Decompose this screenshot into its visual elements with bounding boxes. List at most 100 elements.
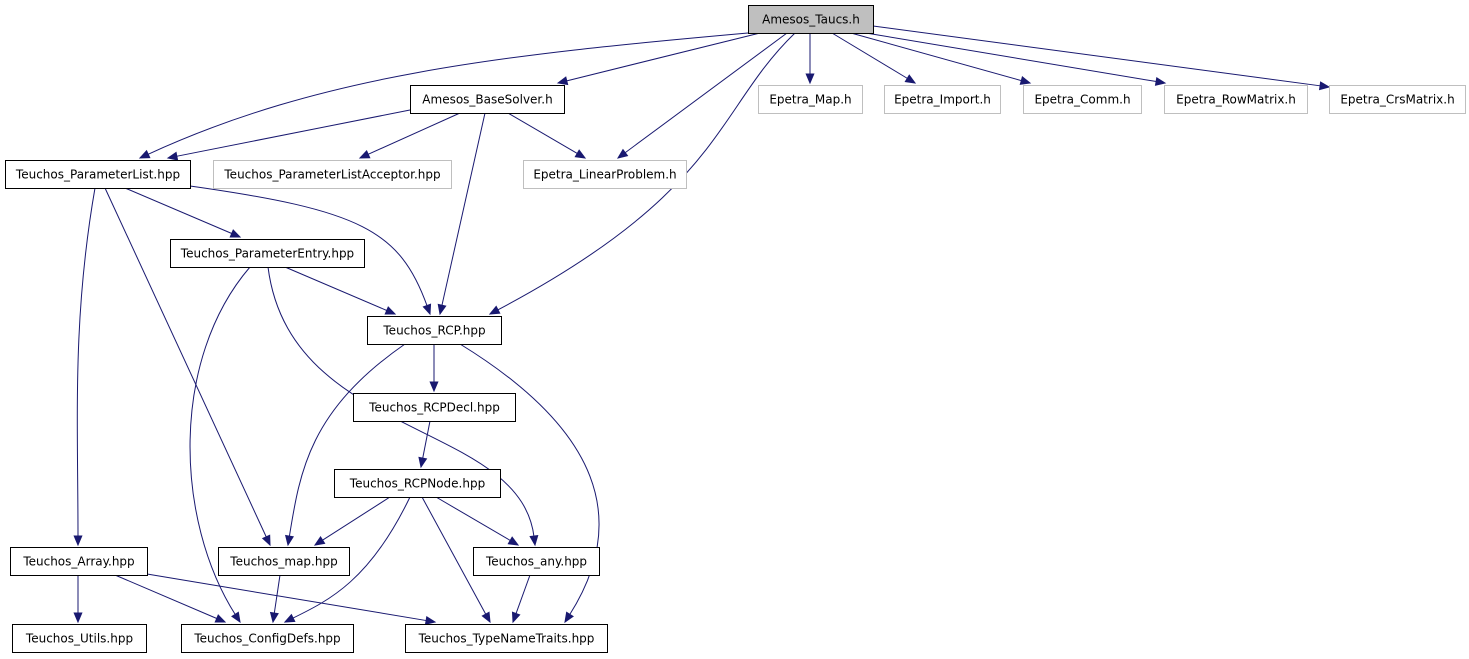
- edge-amesos-basesolver-to-teuchos-rcp-arrowhead: [437, 303, 447, 316]
- node-teuchos-rcpnode[interactable]: Teuchos_RCPNode.hpp: [334, 469, 501, 498]
- edge-teuchos-rcpdecl-to-teuchos-rcpnode: [418, 420, 431, 469]
- edge-teuchos-array-to-teuchos-configdefs-line: [114, 574, 218, 620]
- edge-amesos-taucs-to-epetra-import: [831, 32, 917, 84]
- edge-teuchos-parameterlist-to-teuchos-array: [73, 187, 96, 547]
- edge-amesos-taucs-to-epetra-comm: [850, 32, 1032, 85]
- edge-teuchos-map-to-teuchos-configdefs-line: [273, 574, 281, 615]
- node-amesos-taucs[interactable]: Amesos_Taucs.h: [748, 5, 874, 34]
- edge-amesos-taucs-to-epetra-crsmatrix-arrowhead: [1318, 81, 1331, 91]
- node-epetra-rowmatrix-box: [1164, 85, 1308, 114]
- node-teuchos-rcpdecl-label: Teuchos_RCPDecl.hpp: [368, 401, 500, 415]
- edge-teuchos-parameterlist-to-teuchos-map: [104, 187, 271, 547]
- edge-teuchos-array-to-teuchos-configdefs: [114, 574, 227, 623]
- edge-teuchos-rcp-to-teuchos-typenametraits: [459, 343, 600, 624]
- node-teuchos-rcp[interactable]: Teuchos_RCP.hpp: [367, 316, 502, 345]
- edge-amesos-taucs-to-amesos-basesolver: [556, 32, 761, 86]
- node-epetra-linearproblem: Epetra_LinearProblem.h: [523, 160, 687, 189]
- edge-teuchos-rcp-to-teuchos-typenametraits-line: [459, 343, 600, 616]
- node-teuchos-rcp-label: Teuchos_RCP.hpp: [382, 324, 485, 338]
- node-teuchos-configdefs[interactable]: Teuchos_ConfigDefs.hpp: [181, 624, 354, 653]
- edge-teuchos-map-to-teuchos-configdefs: [269, 574, 281, 624]
- edge-amesos-taucs-to-teuchos-parameterlist-arrowhead: [138, 149, 151, 159]
- edge-amesos-taucs-to-amesos-basesolver-line: [565, 32, 761, 82]
- edge-teuchos-parameterlist-to-teuchos-array-arrowhead: [73, 535, 83, 547]
- edge-amesos-taucs-to-teuchos-parameterlist-line: [147, 32, 749, 156]
- edge-teuchos-rcpdecl-to-teuchos-rcpnode-line: [422, 420, 431, 460]
- node-amesos-basesolver-box: [410, 85, 565, 114]
- node-teuchos-typenametraits[interactable]: Teuchos_TypeNameTraits.hpp: [405, 624, 608, 653]
- node-teuchos-array[interactable]: Teuchos_Array.hpp: [10, 547, 148, 576]
- edge-teuchos-parameterlist-to-teuchos-array-line: [76, 187, 96, 538]
- node-epetra-comm-label: Epetra_Comm.h: [1034, 93, 1130, 107]
- node-teuchos-utils-box: [12, 624, 147, 653]
- edge-amesos-basesolver-to-teuchos-parameterlistacceptor: [358, 112, 461, 159]
- node-teuchos-parameterlistacceptor-label: Teuchos_ParameterListAcceptor.hpp: [223, 168, 440, 182]
- node-teuchos-any-label: Teuchos_any.hpp: [485, 555, 587, 569]
- edge-teuchos-rcpnode-to-teuchos-configdefs-arrowhead: [283, 613, 296, 623]
- edge-teuchos-array-to-teuchos-typenametraits: [146, 573, 437, 625]
- edge-teuchos-rcpnode-to-teuchos-map-line: [321, 496, 391, 542]
- edge-amesos-taucs-to-epetra-comm-arrowhead: [1019, 76, 1032, 85]
- node-teuchos-parameterlist-label: Teuchos_ParameterList.hpp: [15, 168, 180, 182]
- edge-amesos-taucs-to-teuchos-rcp-arrowhead: [488, 305, 501, 315]
- node-teuchos-parameterlist[interactable]: Teuchos_ParameterList.hpp: [5, 160, 191, 189]
- edge-amesos-basesolver-to-epetra-linearproblem: [507, 112, 587, 159]
- node-epetra-crsmatrix-label: Epetra_CrsMatrix.h: [1340, 93, 1454, 107]
- node-amesos-basesolver-label: Amesos_BaseSolver.h: [422, 93, 552, 107]
- edge-amesos-taucs-to-teuchos-parameterlist: [138, 32, 749, 159]
- node-teuchos-parameterentry-label: Teuchos_ParameterEntry.hpp: [180, 247, 354, 261]
- edge-teuchos-any-to-teuchos-typenametraits-arrowhead: [511, 611, 521, 624]
- node-epetra-crsmatrix: Epetra_CrsMatrix.h: [1329, 85, 1466, 114]
- edge-amesos-taucs-to-epetra-import-arrowhead: [904, 74, 917, 84]
- node-teuchos-any[interactable]: Teuchos_any.hpp: [473, 547, 600, 576]
- edge-teuchos-parameterentry-to-teuchos-configdefs: [189, 266, 251, 624]
- edge-teuchos-parameterentry-to-teuchos-any: [267, 266, 539, 547]
- node-teuchos-rcpdecl[interactable]: Teuchos_RCPDecl.hpp: [353, 393, 516, 422]
- node-teuchos-parameterentry[interactable]: Teuchos_ParameterEntry.hpp: [170, 239, 365, 268]
- edge-teuchos-array-to-teuchos-utils: [73, 575, 83, 624]
- edge-teuchos-rcpnode-to-teuchos-any-line: [435, 496, 512, 542]
- edge-teuchos-parameterlist-to-teuchos-map-arrowhead: [261, 534, 271, 547]
- edge-teuchos-any-to-teuchos-typenametraits: [511, 574, 531, 624]
- edge-teuchos-parameterlist-to-teuchos-parameterentry-line: [124, 187, 233, 235]
- edge-teuchos-rcp-to-teuchos-map-line: [288, 343, 406, 538]
- node-teuchos-utils-label: Teuchos_Utils.hpp: [25, 632, 133, 646]
- edge-teuchos-rcpnode-to-teuchos-map-arrowhead: [313, 536, 326, 546]
- node-epetra-comm: Epetra_Comm.h: [1023, 85, 1142, 114]
- node-teuchos-map-box: [218, 547, 350, 576]
- edge-teuchos-parameterlist-to-teuchos-rcp: [189, 185, 432, 316]
- edge-teuchos-rcp-to-teuchos-map-arrowhead: [285, 534, 294, 547]
- edge-amesos-basesolver-to-epetra-linearproblem-arrowhead: [574, 149, 587, 159]
- node-teuchos-utils[interactable]: Teuchos_Utils.hpp: [12, 624, 147, 653]
- edge-teuchos-rcpnode-to-teuchos-map: [313, 496, 391, 546]
- edge-teuchos-parameterlist-to-teuchos-rcp-arrowhead: [422, 303, 432, 316]
- node-teuchos-parameterlistacceptor: Teuchos_ParameterListAcceptor.hpp: [213, 160, 452, 189]
- node-teuchos-parameterentry-box: [170, 239, 365, 268]
- edge-teuchos-parameterentry-to-teuchos-rcp-arrowhead: [384, 306, 397, 315]
- node-epetra-import-box: [884, 85, 1001, 114]
- edge-teuchos-rcpnode-to-teuchos-any: [435, 496, 520, 546]
- node-amesos-basesolver[interactable]: Amesos_BaseSolver.h: [410, 85, 565, 114]
- edge-amesos-basesolver-to-teuchos-parameterlistacceptor-line: [367, 112, 461, 156]
- edge-amesos-taucs-to-epetra-map: [805, 33, 815, 85]
- node-epetra-rowmatrix-label: Epetra_RowMatrix.h: [1176, 93, 1296, 107]
- edge-amesos-taucs-to-epetra-import-line: [831, 32, 909, 80]
- node-teuchos-parameterlistacceptor-box: [213, 160, 452, 189]
- edge-amesos-basesolver-to-teuchos-parameterlist-line: [175, 109, 411, 157]
- edge-amesos-taucs-to-epetra-linearproblem-arrowhead: [616, 148, 629, 159]
- edge-amesos-basesolver-to-teuchos-parameterlist: [166, 109, 411, 161]
- node-teuchos-map[interactable]: Teuchos_map.hpp: [218, 547, 350, 576]
- edge-amesos-taucs-to-epetra-linearproblem: [616, 32, 788, 159]
- edge-teuchos-array-to-teuchos-typenametraits-arrowhead: [424, 615, 437, 625]
- edge-amesos-taucs-to-teuchos-rcp-line: [496, 32, 796, 311]
- edge-amesos-taucs-to-epetra-crsmatrix: [872, 25, 1331, 91]
- node-epetra-import-label: Epetra_Import.h: [894, 93, 991, 107]
- node-epetra-import: Epetra_Import.h: [884, 85, 1001, 114]
- edge-teuchos-any-to-teuchos-typenametraits-line: [515, 574, 531, 615]
- edge-amesos-taucs-to-epetra-rowmatrix-arrowhead: [1154, 76, 1167, 86]
- edge-teuchos-array-to-teuchos-utils-arrowhead: [73, 612, 83, 624]
- edge-amesos-basesolver-to-epetra-linearproblem-line: [507, 112, 579, 155]
- node-teuchos-configdefs-label: Teuchos_ConfigDefs.hpp: [193, 632, 340, 646]
- edge-teuchos-parameterlist-to-teuchos-parameterentry-arrowhead: [229, 229, 242, 238]
